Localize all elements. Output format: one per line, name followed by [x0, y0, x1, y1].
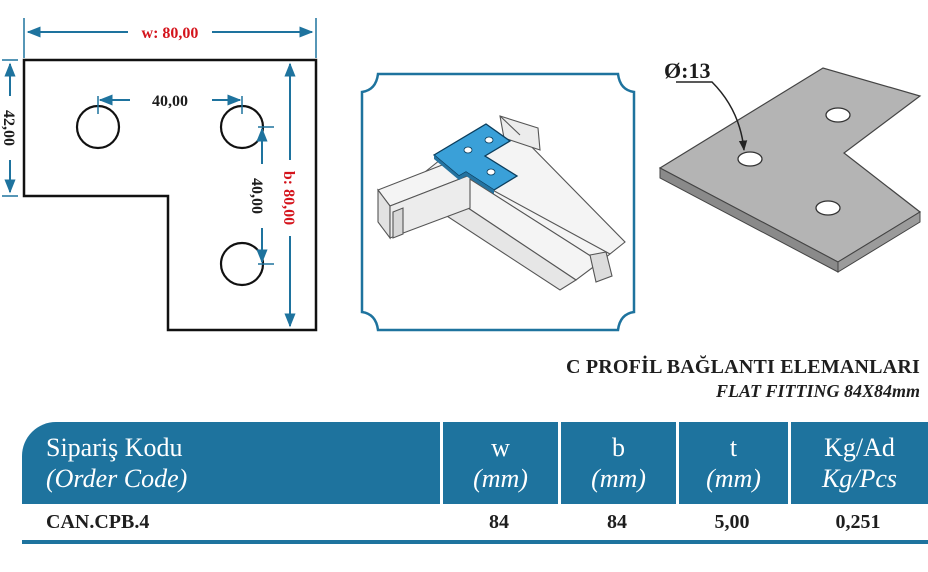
- assembly-illustration: [360, 72, 636, 332]
- hole-circle: [825, 107, 851, 123]
- technical-drawing: w: 80,00 40,00 40,00 b: 80,00 42,00: [0, 18, 922, 332]
- product-title-english: FLAT FITTING 84X84mm: [715, 381, 920, 401]
- header-order-code-sub: (Order Code): [46, 464, 188, 493]
- hole-circle: [219, 241, 265, 287]
- header-weight-sub: Kg/Pcs: [821, 464, 898, 493]
- header-b: b (mm): [558, 422, 676, 504]
- header-t: t (mm): [676, 422, 788, 504]
- header-order-code-label: Sipariş Kodu: [46, 433, 183, 462]
- header-order-code: Sipariş Kodu (Order Code): [22, 422, 440, 504]
- product-title-block: C PROFİL BAĞLANTI ELEMANLARI FLAT FITTIN…: [566, 356, 920, 402]
- height-dimension-label: b: 80,00: [280, 171, 297, 225]
- cell-weight: 0,251: [835, 510, 881, 533]
- hole-spacing-vertical-label: 40,00: [248, 178, 265, 214]
- hole-spacing-horizontal-label: 40,00: [152, 93, 188, 110]
- plate-3d-view: Ø:13: [658, 58, 922, 273]
- flat-fitting-plate-icon: [432, 123, 519, 194]
- cell-order-code: CAN.CPB.4: [46, 510, 150, 533]
- header-b-unit: (mm): [591, 464, 646, 493]
- cell-b: 84: [607, 510, 627, 533]
- width-dimension-label: w: 80,00: [142, 25, 199, 42]
- table-row: CAN.CPB.4 84 84 5,00 0,251: [22, 504, 928, 540]
- header-w-label: w: [491, 433, 510, 462]
- cell-w: 84: [489, 510, 509, 533]
- table-header: Sipariş Kodu (Order Code) w (mm) b (mm) …: [22, 422, 928, 504]
- table-bottom-rule: [22, 540, 928, 544]
- plate-outline: [22, 58, 318, 332]
- header-weight-label: Kg/Ad: [824, 433, 895, 462]
- hole-circle: [737, 151, 763, 167]
- header-b-label: b: [612, 433, 625, 462]
- plan-view-drawing: w: 80,00 40,00 40,00 b: 80,00 42,00: [0, 18, 318, 332]
- hole-circle: [815, 200, 841, 216]
- left-dimension-label: 42,00: [0, 110, 17, 146]
- spec-table: Sipariş Kodu (Order Code) w (mm) b (mm) …: [22, 422, 928, 540]
- header-t-unit: (mm): [706, 464, 761, 493]
- header-weight: Kg/Ad Kg/Pcs: [788, 422, 928, 504]
- hole-diameter-label: Ø:13: [664, 58, 710, 83]
- header-w-unit: (mm): [473, 464, 528, 493]
- product-title-turkish: C PROFİL BAĞLANTI ELEMANLARI: [566, 356, 920, 378]
- cell-t: 5,00: [714, 510, 750, 533]
- header-t-label: t: [729, 433, 738, 462]
- header-w: w (mm): [440, 422, 558, 504]
